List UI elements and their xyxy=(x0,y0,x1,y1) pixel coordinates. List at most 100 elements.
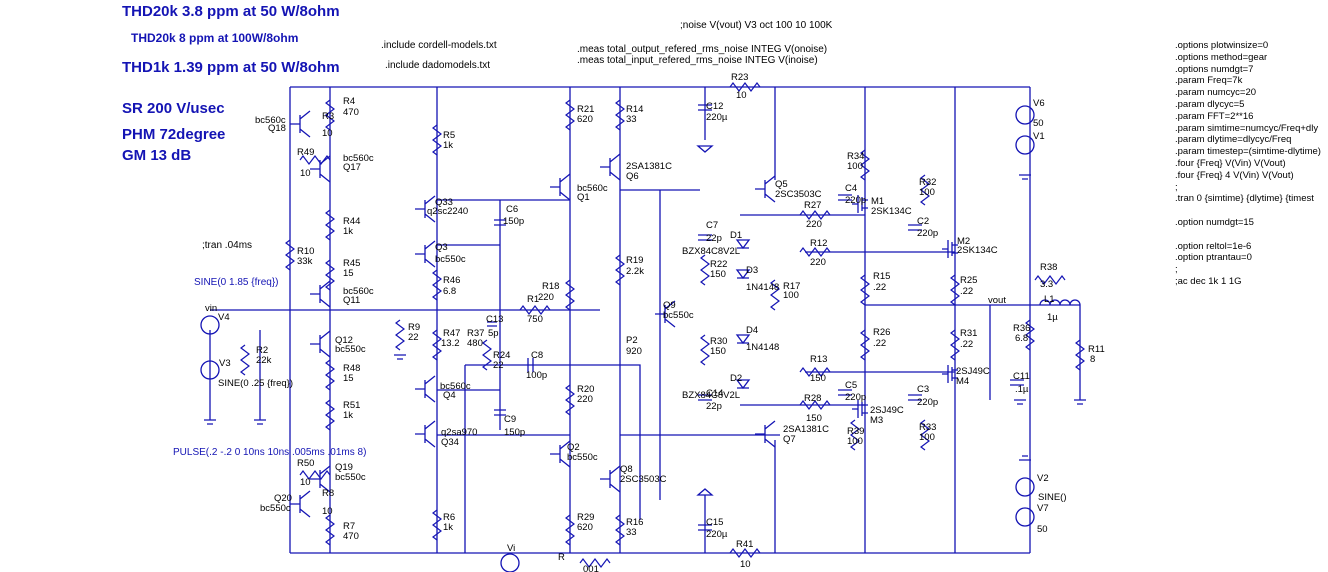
ref-C6: C6 xyxy=(506,204,518,215)
option-line: .option ptrantau=0 xyxy=(1175,252,1252,264)
ref-R12: R12 xyxy=(810,238,827,249)
ref-Q9: Q9 xyxy=(663,300,676,311)
val-R48: 15 xyxy=(343,373,354,384)
ref-C7: C7 xyxy=(706,220,718,231)
ref-C15: C15 xyxy=(706,517,723,528)
source-v4-sine[interactable]: SINE(0 1.85 {freq}) xyxy=(194,277,279,288)
ref-R34: R34 xyxy=(847,151,864,162)
ref-R20: R20 xyxy=(577,384,594,395)
option-line: ; xyxy=(1175,264,1178,276)
ref-D3: D3 xyxy=(746,265,758,276)
val-R31: .22 xyxy=(960,339,973,350)
val-R: 001 xyxy=(583,564,599,572)
ref-Q7: Q7 xyxy=(783,434,796,445)
val-R12: 220 xyxy=(810,257,826,268)
val-M1: 2SK134C xyxy=(871,206,912,217)
inductor-l1 xyxy=(1039,299,1081,306)
val-R23: 10 xyxy=(736,90,747,101)
ref-R48: R48 xyxy=(343,363,360,374)
val-R7: 470 xyxy=(343,531,359,542)
ref-C14: C14 xyxy=(706,388,723,399)
ref-R31: R31 xyxy=(960,328,977,339)
val-R24: 22 xyxy=(493,360,504,371)
ref-R: R xyxy=(558,552,565,563)
val-D4: 1N4148 xyxy=(746,342,779,353)
val-M3: 2SJ49C xyxy=(870,405,904,416)
val-R19: 2.2k xyxy=(626,266,644,277)
ref-Q19: Q19 xyxy=(335,462,353,473)
ref-R44: R44 xyxy=(343,216,360,227)
ref-V1: V1 xyxy=(1033,131,1045,142)
ref-M2: M2 xyxy=(957,236,970,247)
ground-symbols xyxy=(204,145,1086,496)
ref-R49: R49 xyxy=(297,147,314,158)
ref-L1: L1 xyxy=(1044,294,1055,305)
val-R1: 750 xyxy=(527,314,543,325)
ref-R6: R6 xyxy=(443,512,455,523)
ref-Q33: Q33 xyxy=(435,197,453,208)
directive-noise[interactable]: ;noise V(vout) V3 oct 100 10 100K xyxy=(680,20,833,31)
ref-M3: M3 xyxy=(870,415,883,426)
ref-R32: R32 xyxy=(919,177,936,188)
val-R3: 10 xyxy=(322,128,333,139)
val-R44: 1k xyxy=(343,226,353,237)
ref-R5: R5 xyxy=(443,130,455,141)
supply-rails xyxy=(289,86,1031,554)
ref-R9: R9 xyxy=(408,322,420,333)
ref-R46: R46 xyxy=(443,275,460,286)
resistors xyxy=(240,82,1085,568)
val-R41: 10 xyxy=(740,559,751,570)
val-R4: 470 xyxy=(343,107,359,118)
option-line: .param Freq=7k xyxy=(1175,75,1243,87)
ref-Q18: Q18 xyxy=(268,123,286,134)
ref-R11: R11 xyxy=(1088,344,1105,355)
directive-meas-input[interactable]: .meas total_input_refered_rms_noise INTE… xyxy=(577,55,818,66)
val-R5: 1k xyxy=(443,140,453,151)
val-C11: .1µ xyxy=(1015,384,1029,395)
ref-C12: C12 xyxy=(706,101,723,112)
spec-slew-rate: SR 200 V/usec xyxy=(122,100,225,117)
val-Q5: 2SC3503C xyxy=(775,189,822,200)
component-labels[interactable]: R4 470 R3 10 bc560c Q18 R49 10 bc560c Q1… xyxy=(205,72,1105,572)
ref-R2: R2 xyxy=(256,345,268,356)
ref-R8: R8 xyxy=(322,488,334,499)
ref-R27: R27 xyxy=(804,200,821,211)
source-pulse[interactable]: PULSE(.2 -.2 0 10ns 10ns .005ms .01ms 8) xyxy=(173,447,367,458)
directive-meas-output[interactable]: .meas total_output_refered_rms_noise INT… xyxy=(577,44,828,55)
ref-R26: R26 xyxy=(873,327,890,338)
val-R10: 33k xyxy=(297,256,313,267)
val-R20: 220 xyxy=(577,394,593,405)
ref-R15: R15 xyxy=(873,271,890,282)
val-R32: 100 xyxy=(919,187,935,198)
ref-M4: M4 xyxy=(956,376,969,387)
ref-R30: R30 xyxy=(710,336,727,347)
directive-include-dado[interactable]: .include dadomodels.txt xyxy=(385,60,491,71)
ref-Vi: Vi xyxy=(507,543,515,554)
val-R8: 10 xyxy=(322,506,333,517)
val-C5: 220p xyxy=(845,392,866,403)
val-Q3: bc550c xyxy=(435,254,466,265)
option-line: .four {Freq} 4 V(Vin) V(Vout) xyxy=(1175,169,1294,181)
val-R28: 150 xyxy=(806,413,822,424)
ref-V6: V6 xyxy=(1033,98,1045,109)
val-C7: 22p xyxy=(706,233,722,244)
ref-Q12: Q12 xyxy=(335,335,353,346)
ref-R21: R21 xyxy=(577,104,594,115)
val-Q6: 2SA1381C xyxy=(626,161,672,172)
val-R2: 22k xyxy=(256,355,272,366)
ref-D1: D1 xyxy=(730,230,742,241)
spice-options-block[interactable]: .options plotwinsize=0 .options method=g… xyxy=(1175,40,1321,288)
ref-Q5: Q5 xyxy=(775,179,788,190)
ref-Q8: Q8 xyxy=(620,464,633,475)
ref-C11: C11 xyxy=(1013,371,1030,382)
directive-tran[interactable]: ;tran .04ms xyxy=(202,240,253,251)
val-R11: 8 xyxy=(1090,354,1095,365)
val-C15: 220µ xyxy=(706,529,728,540)
ref-Q17: Q17 xyxy=(343,162,361,173)
directive-include-cordell[interactable]: .include cordell-models.txt xyxy=(381,40,497,51)
option-line: .param FFT=2**16 xyxy=(1175,110,1254,122)
spec-phase-margin: PHM 72degree xyxy=(122,126,226,143)
val-R51: 1k xyxy=(343,410,353,421)
ref-D4: D4 xyxy=(746,325,758,336)
